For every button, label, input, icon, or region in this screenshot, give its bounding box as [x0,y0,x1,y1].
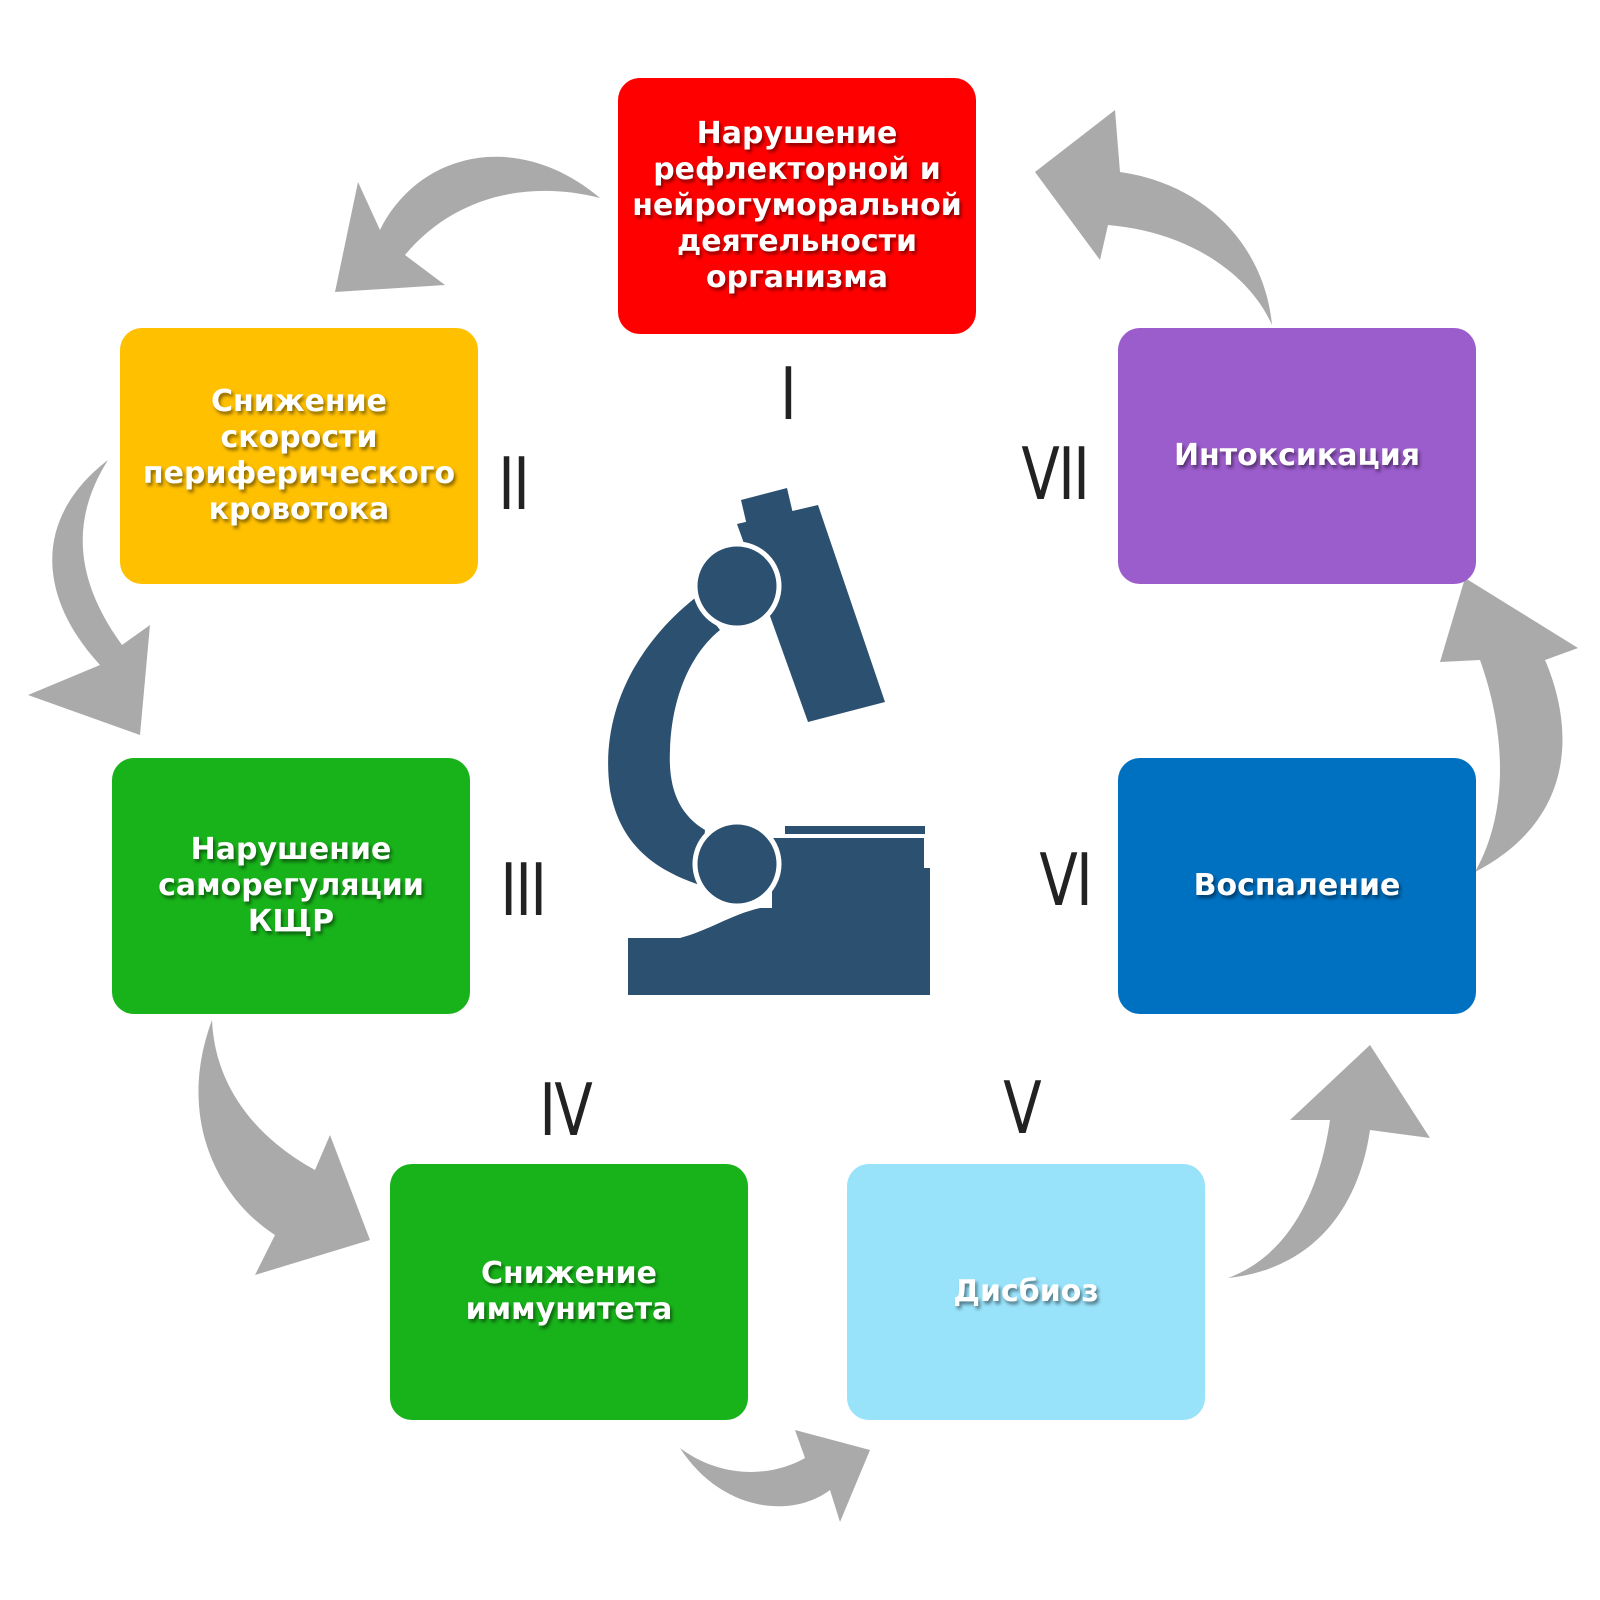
arrow-1-to-2 [335,156,600,292]
arrow-4-to-5 [680,1430,870,1522]
stage-3-box: Нарушение саморегуляции КЩР [112,758,470,1014]
stage-7-numeral: VII [1021,432,1089,516]
microscope-icon [608,488,930,995]
stage-7-box: Интоксикация [1118,328,1476,584]
stage-4-box: Снижение иммунитета [390,1164,748,1420]
stage-4-label: Снижение иммунитета [465,1256,673,1327]
stage-1-numeral: I [780,352,797,436]
stage-3-numeral: III [500,848,547,932]
stage-1-label: Нарушение рефлекторной и нейрогуморально… [632,116,962,295]
stage-6-label: Воспаление [1193,868,1401,903]
stage-4-numeral: IV [539,1068,592,1152]
stage-6-numeral: VI [1039,838,1092,922]
stage-2-numeral: II [498,442,530,526]
stage-7-label: Интоксикация [1173,438,1421,473]
arrow-6-to-7 [1440,578,1578,872]
arrow-7-to-1 [1035,110,1272,325]
stage-5-box: Дисбиоз [847,1164,1205,1420]
stage-3-label: Нарушение саморегуляции КЩР [158,832,424,939]
arrow-2-to-3 [28,460,150,735]
stage-6-box: Воспаление [1118,758,1476,1014]
stage-2-label: Снижение скорости периферического кровот… [142,384,456,527]
stage-5-numeral: V [1003,1066,1041,1150]
stage-1-box: Нарушение рефлекторной и нейрогуморально… [618,78,976,334]
stage-5-label: Дисбиоз [953,1274,1099,1309]
stage-2-box: Снижение скорости периферического кровот… [120,328,478,584]
arrow-3-to-4 [198,1020,370,1275]
arrow-5-to-6 [1228,1045,1430,1278]
